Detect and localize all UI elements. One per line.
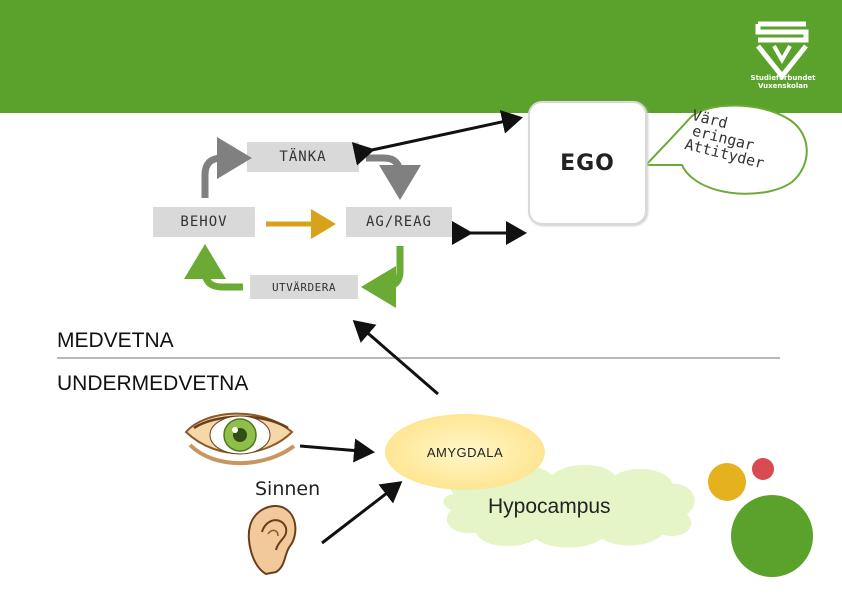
arrow-eye-to-amygdala [299, 438, 375, 463]
arrow-utvardera-to-behov [184, 244, 243, 291]
logo-text: Studieförbundet Vuxenskolan [740, 74, 826, 90]
ego-box: EGO [528, 101, 647, 225]
sv-logo-icon [755, 21, 809, 81]
conscious-label: MEDVETNA [57, 329, 174, 352]
dot-red [752, 458, 774, 480]
arrow-agreag-to-utvardera [361, 246, 404, 308]
dot-green [731, 495, 813, 577]
ego-label: EGO [560, 150, 615, 176]
senses-label: Sinnen [255, 478, 321, 500]
arrow-ear-to-amygdala [321, 481, 403, 545]
behov-box: BEHOV [153, 207, 255, 237]
hippocampus-label: Hypocampus [488, 495, 611, 518]
agreag-box: AG/REAG [346, 207, 452, 237]
header-banner [0, 0, 842, 113]
logo-line2: Vuxenskolan [758, 82, 808, 90]
dot-yellow [708, 463, 746, 501]
tanka-box: TÄNKA [247, 142, 359, 172]
amygdala-label: AMYGDALA [426, 444, 504, 460]
arrow-tanka-to-agreag [366, 154, 421, 200]
arrow-tanka-ego [351, 110, 523, 166]
subconscious-label: UNDERMEDVETNA [57, 372, 249, 395]
arrow-behov-to-tanka [201, 137, 252, 198]
logo-line1: Studieförbundet [750, 74, 816, 82]
bubble-text: Värd eringar Attityder [683, 106, 791, 176]
level-divider [57, 357, 780, 359]
utvardera-box: UTVÄRDERA [250, 275, 358, 299]
amygdala-ellipse: AMYGDALA [385, 414, 545, 490]
